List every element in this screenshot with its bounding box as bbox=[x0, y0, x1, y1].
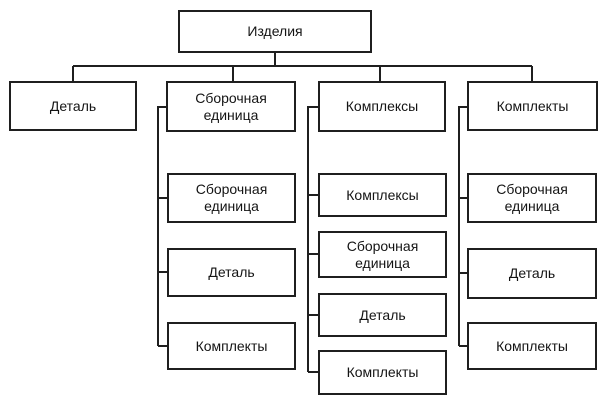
node-kx-child-kompleksy: Комплексы bbox=[318, 173, 447, 217]
node-kt-child-komplekty: Комплекты bbox=[467, 322, 597, 370]
node-komplekty: Комплекты bbox=[467, 81, 598, 131]
node-se-child-detal: Деталь bbox=[167, 248, 296, 297]
node-root-izdeliya: Изделия bbox=[178, 10, 372, 53]
node-kompleksy: Комплексы bbox=[318, 81, 446, 132]
node-se-child-komplekty: Комплекты bbox=[167, 322, 296, 370]
bracket-sborochnaya bbox=[157, 106, 166, 346]
node-kt-child-detal: Деталь bbox=[467, 248, 597, 299]
node-sborochnaya-edinitsa: Сборочная единица bbox=[166, 81, 296, 132]
node-kx-child-sborochnaya-edinitsa: Сборочная единица bbox=[318, 231, 447, 278]
node-kt-child-sborochnaya-edinitsa: Сборочная единица bbox=[467, 173, 597, 223]
node-detal: Деталь bbox=[9, 81, 137, 131]
bracket-komplekty bbox=[458, 106, 467, 346]
bracket-kompleksy bbox=[307, 106, 318, 372]
node-kx-child-komplekty: Комплекты bbox=[318, 350, 447, 395]
node-kx-child-detal: Деталь bbox=[318, 293, 447, 337]
node-se-child-sborochnaya-edinitsa: Сборочная единица bbox=[167, 173, 296, 223]
